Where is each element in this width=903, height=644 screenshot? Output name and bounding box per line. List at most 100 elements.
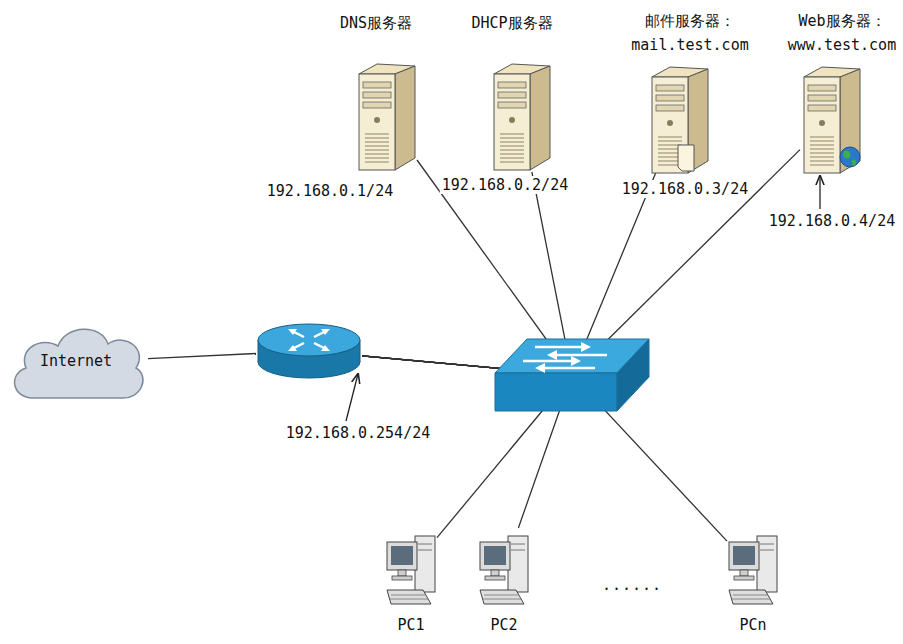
ip-address: 192.168.0.1/24 (265, 182, 395, 200)
icon-part (480, 542, 510, 570)
icon-part (656, 85, 684, 91)
internet-cloud: Internet (8, 318, 148, 406)
pc-name: PCn (737, 616, 768, 634)
icon-part (483, 599, 521, 600)
arrow-line (535, 346, 583, 349)
ip-address: 192.168.0.3/24 (620, 180, 750, 198)
arrow-head (571, 356, 581, 366)
icon-part (365, 158, 389, 159)
icon-part (288, 345, 297, 351)
icon-part (500, 162, 524, 163)
icon-part (760, 550, 774, 551)
icon-part (15, 329, 143, 398)
icon-part (508, 536, 528, 592)
icon-part (733, 595, 767, 596)
server-name: 邮件服务器： (643, 12, 737, 30)
icon-part (729, 542, 759, 570)
icon-part (757, 536, 777, 592)
icon-part (810, 161, 834, 162)
icon-part (500, 138, 524, 139)
icon-part (840, 69, 860, 173)
icon-part (656, 105, 684, 111)
icon-part (498, 102, 526, 108)
icon-part (678, 145, 694, 171)
icon-part (294, 343, 304, 348)
icon-part (314, 343, 324, 348)
icon-part (810, 153, 834, 154)
icon-part (500, 134, 524, 135)
icon-part (808, 105, 836, 111)
ip-address: 192.168.0.2/24 (440, 176, 570, 194)
dhcp-server-icon (490, 62, 552, 172)
switch-side (617, 339, 649, 411)
network-link (362, 356, 727, 541)
icon-part (360, 340, 361, 362)
server-name: DNS服务器 (338, 14, 414, 32)
icon-part (288, 329, 297, 335)
icon-part (485, 576, 505, 580)
icon-part (658, 137, 682, 138)
icon-part (819, 120, 825, 126)
icon-part (511, 550, 525, 551)
icon-part (363, 102, 391, 108)
domain-name: www.test.com (786, 36, 898, 54)
icon-part (500, 158, 524, 159)
web-server-icon (800, 65, 862, 173)
icon-part (808, 85, 836, 91)
router-ip-leader (346, 374, 358, 421)
pc-icon (385, 528, 437, 610)
icon-part (852, 160, 857, 165)
icon-part (500, 146, 524, 147)
icon-part (258, 324, 360, 356)
icon-part (387, 590, 431, 604)
icon-part (843, 150, 851, 158)
icon-part (365, 142, 389, 143)
icon-part (760, 544, 774, 545)
icon-part (321, 329, 330, 335)
icon-part (365, 146, 389, 147)
icon-part (390, 599, 428, 600)
icon-part (667, 120, 673, 126)
arrow-head (547, 350, 557, 360)
icon-part (498, 92, 526, 98)
icon-part (732, 599, 770, 600)
mail-server: 邮件服务器：mail.test.com192.168.0.3/24 (648, 65, 708, 173)
pc-name: PC2 (488, 616, 519, 634)
icon-part (810, 137, 834, 138)
arrow-line (555, 354, 607, 357)
icon-part (656, 95, 684, 101)
icon-part (810, 145, 834, 146)
icon-part (415, 536, 435, 592)
icon-part (365, 138, 389, 139)
network-link (148, 354, 256, 359)
icon-part (808, 95, 836, 101)
arrow-head (581, 342, 591, 352)
mail-server-icon (648, 65, 708, 173)
web-ip-leader (819, 176, 820, 209)
icon-part (365, 162, 389, 163)
icon-part (398, 570, 406, 576)
pc: PC2 (478, 528, 530, 610)
icon-part (810, 165, 834, 166)
arrow-head (535, 363, 545, 373)
icon-part (500, 142, 524, 143)
icon-part (498, 82, 526, 88)
icon-part (374, 117, 380, 123)
icon-part (500, 150, 524, 151)
icon-part (363, 82, 391, 88)
icon-part (491, 570, 499, 576)
icon-part (810, 141, 834, 142)
icon-part (740, 570, 748, 576)
icon-part (494, 74, 530, 170)
domain-name: mail.test.com (629, 36, 750, 54)
dns-server-icon (355, 62, 417, 172)
icon-part (359, 74, 395, 170)
icon-part (387, 542, 417, 570)
icon-part (365, 154, 389, 155)
icon-part (658, 141, 682, 142)
icon-part (314, 332, 324, 337)
arrow-line (523, 360, 573, 363)
icon-part (500, 154, 524, 155)
server-name: DHCP服务器 (469, 14, 554, 32)
ellipsis-mark: ...... (600, 576, 664, 594)
